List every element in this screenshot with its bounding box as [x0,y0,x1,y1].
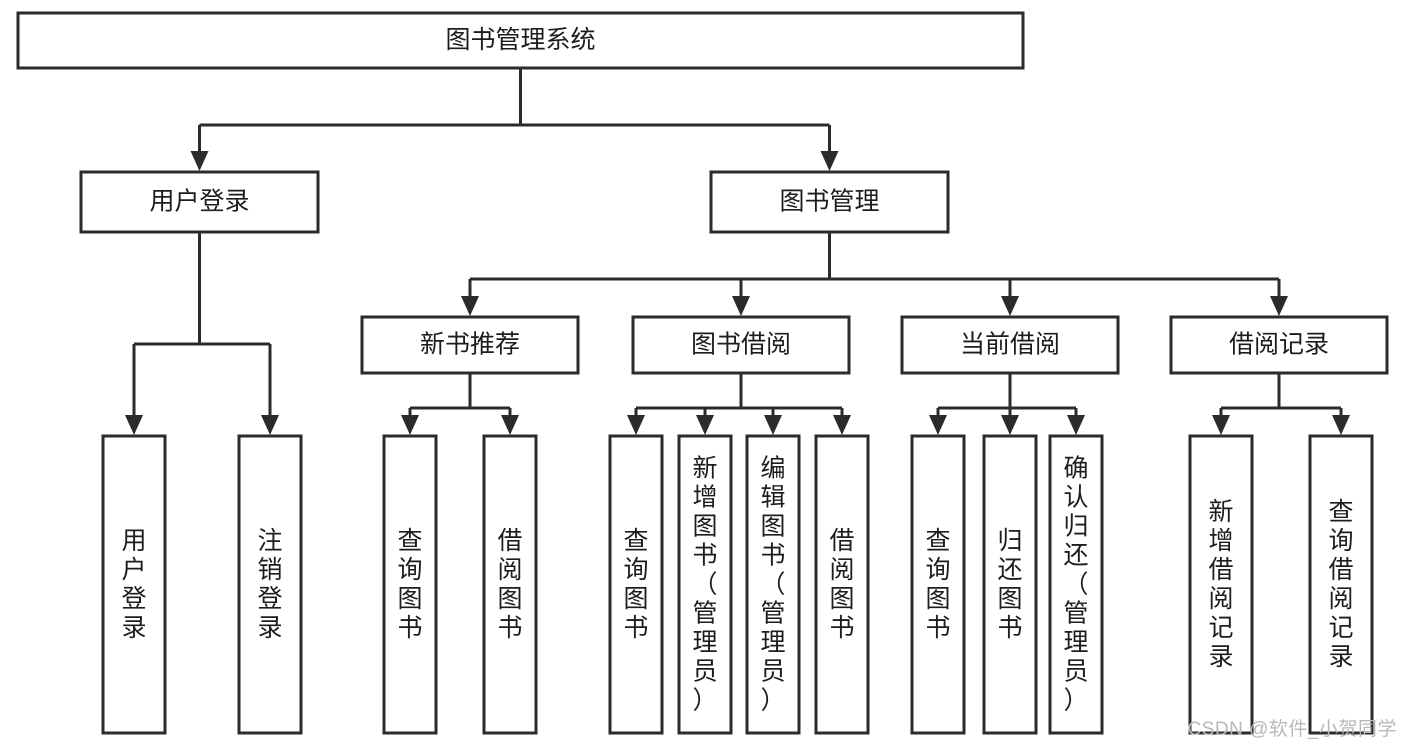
node-label: 用户登录 [121,527,146,642]
node-layer: 图书管理系统用户登录图书管理新书推荐图书借阅当前借阅借阅记录用户登录注销登录查询… [16,11,1389,735]
node-leaf-borrow-book-1[interactable]: 借阅图书 [482,434,538,735]
node-user-login[interactable]: 用户登录 [79,170,320,234]
node-label: 用户登录 [149,188,249,216]
arrow-head-icon [627,415,645,435]
node-new-book-rec[interactable]: 新书推荐 [360,315,580,375]
arrow-head-icon [401,415,419,435]
node-label: 查询借阅记录 [1328,498,1353,671]
arrow-head-icon [929,415,947,435]
node-box [482,434,538,735]
node-box [382,434,438,735]
node-label: 查询图书 [397,527,422,642]
node-box [608,434,664,735]
arrow-head-icon [1067,415,1085,435]
node-label: 归还图书 [997,527,1022,642]
node-box [101,434,167,735]
node-label: 查询图书 [623,527,648,642]
node-root[interactable]: 图书管理系统 [16,11,1025,70]
node-leaf-confirm-return[interactable]: 确认归还（管理员） [1048,434,1104,735]
node-leaf-add-book[interactable]: 新增图书（管理员） [677,434,733,735]
arrow-head-icon [501,415,519,435]
node-borrow-record[interactable]: 借阅记录 [1169,315,1389,375]
arrow-head-icon [732,296,750,316]
connector-group-current-borrow [929,373,1085,435]
node-label: 图书管理 [779,188,879,216]
connector-group-book-manage [461,232,1288,316]
arrow-head-icon [833,415,851,435]
node-box [677,434,733,735]
arrow-head-icon [1001,415,1019,435]
node-box [910,434,966,735]
node-label: 确认归还（管理员） [1063,455,1088,715]
arrow-head-icon [1270,296,1288,316]
connector-group-book-borrow [627,373,851,435]
node-leaf-logout[interactable]: 注销登录 [237,434,303,735]
node-box [709,170,950,234]
arrow-head-icon [696,415,714,435]
node-leaf-edit-book[interactable]: 编辑图书（管理员） [745,434,801,735]
node-label: 借阅图书 [497,527,522,642]
node-label: 图书借阅 [691,331,791,359]
node-box [982,434,1038,735]
connector-group-user-login [125,232,279,435]
connector-group-root [190,68,839,171]
arrow-head-icon [190,151,209,171]
node-label: 借阅记录 [1229,331,1329,359]
node-label: 新书推荐 [420,331,520,359]
node-leaf-add-record[interactable]: 新增借阅记录 [1188,434,1254,735]
arrow-head-icon [820,151,839,171]
connector-group-new-book-rec [401,373,519,435]
arrow-head-icon [461,296,479,316]
arrow-head-icon [125,415,143,435]
node-leaf-query-book-3[interactable]: 查询图书 [910,434,966,735]
arrow-head-icon [261,415,279,435]
node-box [237,434,303,735]
node-leaf-query-record[interactable]: 查询借阅记录 [1308,434,1374,735]
arrow-head-icon [1001,296,1019,316]
node-box [16,11,1025,70]
node-leaf-return-book[interactable]: 归还图书 [982,434,1038,735]
connector-layer [125,68,1350,435]
node-box [631,315,851,375]
node-leaf-query-book-1[interactable]: 查询图书 [382,434,438,735]
node-label: 编辑图书（管理员） [760,455,785,715]
connector-group-borrow-record [1212,373,1350,435]
node-label: 新增图书（管理员） [692,455,717,715]
node-box [745,434,801,735]
node-label: 注销登录 [257,527,282,642]
node-box [1048,434,1104,735]
node-box [79,170,320,234]
node-label: 查询图书 [925,527,950,642]
node-label: 借阅图书 [829,527,854,642]
node-box [1188,434,1254,735]
node-box [814,434,870,735]
arrow-head-icon [1332,415,1350,435]
node-book-manage[interactable]: 图书管理 [709,170,950,234]
node-label: 图书管理系统 [445,26,595,54]
node-box [1308,434,1374,735]
node-box [900,315,1120,375]
node-leaf-query-book-2[interactable]: 查询图书 [608,434,664,735]
node-current-borrow[interactable]: 当前借阅 [900,315,1120,375]
node-box [360,315,580,375]
node-box [1169,315,1389,375]
node-leaf-borrow-book-2[interactable]: 借阅图书 [814,434,870,735]
node-label: 当前借阅 [960,331,1060,359]
arrow-head-icon [764,415,782,435]
node-leaf-user-login[interactable]: 用户登录 [101,434,167,735]
node-label: 新增借阅记录 [1208,498,1233,671]
arrow-head-icon [1212,415,1230,435]
node-book-borrow[interactable]: 图书借阅 [631,315,851,375]
